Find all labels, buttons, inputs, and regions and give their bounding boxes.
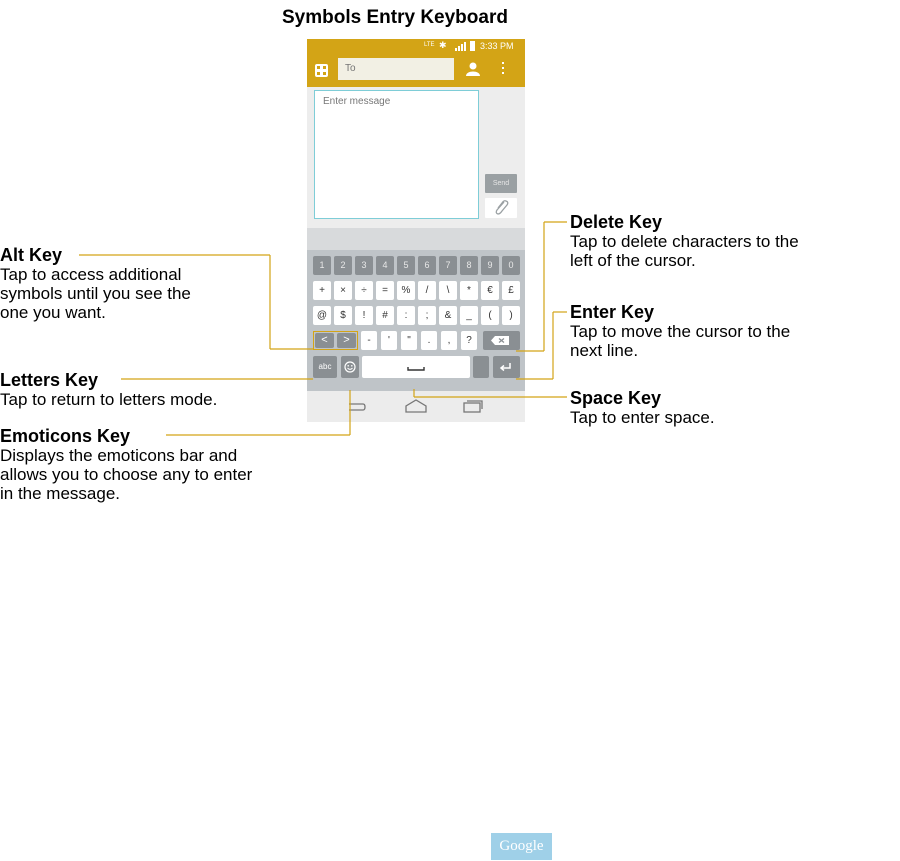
more-options-icon[interactable]	[501, 62, 505, 76]
key-8[interactable]: 8	[460, 256, 478, 275]
callout-space-key: Space Key Tap to enter space.	[570, 388, 715, 427]
smiley-icon	[344, 361, 356, 373]
back-icon[interactable]	[345, 400, 367, 414]
enter-key[interactable]	[493, 356, 520, 378]
google-watermark: Google	[491, 833, 552, 860]
key-0[interactable]: 0	[502, 256, 520, 275]
phone-screenshot: LTE ✱ 3:33 PM Enter message Send 1	[307, 39, 525, 422]
status-bar: LTE ✱ 3:33 PM	[307, 39, 525, 54]
key-dollar[interactable]: $	[334, 306, 352, 325]
bluetooth-icon: ✱	[439, 40, 447, 50]
page-title: Symbols Entry Keyboard	[282, 7, 508, 28]
key-3[interactable]: 3	[355, 256, 373, 275]
key-equals[interactable]: =	[376, 281, 394, 300]
key-semicolon[interactable]: ;	[418, 306, 436, 325]
key-exclamation[interactable]: !	[355, 306, 373, 325]
recipient-input[interactable]	[338, 58, 454, 80]
status-time: 3:33 PM	[480, 41, 514, 51]
callout-space-title: Space Key	[570, 388, 662, 408]
callout-letters-title: Letters Key	[0, 370, 99, 390]
apps-icon[interactable]	[315, 64, 328, 77]
alt-next-key[interactable]: >	[337, 333, 356, 348]
callout-emoticons-title: Emoticons Key	[0, 426, 131, 446]
key-hyphen[interactable]: -	[361, 331, 377, 350]
key-9[interactable]: 9	[481, 256, 499, 275]
symbols-keyboard: 1 2 3 4 5 6 7 8 9 0 + × ÷ = % / \ * € £ …	[307, 250, 525, 391]
key-5[interactable]: 5	[397, 256, 415, 275]
key-backslash[interactable]: \	[439, 281, 457, 300]
callout-alt-line: one you want.	[0, 303, 106, 322]
space-key[interactable]	[362, 356, 470, 378]
key-period[interactable]: .	[421, 331, 437, 350]
key-at[interactable]: @	[313, 306, 331, 325]
key-close-paren[interactable]: )	[502, 306, 520, 325]
key-underscore[interactable]: _	[460, 306, 478, 325]
callout-enter-line: next line.	[570, 341, 639, 360]
contact-icon[interactable]	[466, 62, 480, 76]
key-question[interactable]: ?	[461, 331, 477, 350]
alt-prev-key[interactable]: <	[315, 333, 334, 348]
letters-key[interactable]: abc	[313, 356, 337, 378]
key-apostrophe[interactable]: '	[381, 331, 397, 350]
key-1[interactable]: 1	[313, 256, 331, 275]
key-ampersand[interactable]: &	[439, 306, 457, 325]
key-asterisk[interactable]: *	[460, 281, 478, 300]
key-colon[interactable]: :	[397, 306, 415, 325]
message-input[interactable]: Enter message	[314, 90, 479, 219]
callout-alt-title: Alt Key	[0, 245, 63, 265]
paperclip-icon	[495, 200, 509, 215]
callout-alt-line: Tap to access additional	[0, 265, 182, 284]
key-percent[interactable]: %	[397, 281, 415, 300]
callout-emoticons-line: allows you to choose any to enter	[0, 465, 253, 484]
delete-key[interactable]	[483, 331, 520, 350]
enter-icon	[499, 363, 511, 372]
key-open-paren[interactable]: (	[481, 306, 499, 325]
key-slash[interactable]: /	[418, 281, 436, 300]
compose-toolbar	[307, 54, 525, 87]
message-area: Enter message Send	[307, 87, 525, 228]
key-quote[interactable]: "	[401, 331, 417, 350]
send-button[interactable]: Send	[485, 174, 517, 193]
signal-icon	[455, 42, 466, 51]
callout-delete-key: Delete Key Tap to delete characters to t…	[570, 212, 799, 270]
key-pound[interactable]: £	[502, 281, 520, 300]
attach-button[interactable]	[485, 198, 517, 218]
recent-apps-icon[interactable]	[463, 400, 483, 413]
callout-emoticons-line: Displays the emoticons bar and	[0, 446, 238, 465]
callout-delete-line: Tap to delete characters to the	[570, 232, 799, 251]
callout-emoticons-key: Emoticons Key Displays the emoticons bar…	[0, 426, 252, 503]
callout-alt-key: Alt Key Tap to access additional symbols…	[0, 245, 191, 322]
key-comma[interactable]: ,	[441, 331, 457, 350]
key-4[interactable]: 4	[376, 256, 394, 275]
network-type: LTE	[424, 42, 435, 48]
suggestion-bar	[307, 228, 525, 250]
key-2[interactable]: 2	[334, 256, 352, 275]
home-icon[interactable]	[404, 399, 428, 414]
battery-icon	[470, 41, 475, 51]
emoticons-key[interactable]	[341, 356, 359, 378]
key-plus[interactable]: +	[313, 281, 331, 300]
key-euro[interactable]: €	[481, 281, 499, 300]
callout-enter-title: Enter Key	[570, 302, 655, 322]
callout-letters-line: Tap to return to letters mode.	[0, 390, 218, 409]
space-bar-icon	[407, 367, 425, 371]
callout-enter-key: Enter Key Tap to move the cursor to the …	[570, 302, 790, 360]
callout-enter-line: Tap to move the cursor to the	[570, 322, 791, 341]
key-divide[interactable]: ÷	[355, 281, 373, 300]
backspace-icon	[491, 336, 509, 345]
navigation-bar	[307, 391, 525, 422]
callout-alt-line: symbols until you see the	[0, 284, 191, 303]
key-multiply[interactable]: ×	[334, 281, 352, 300]
callout-delete-line: left of the cursor.	[570, 251, 696, 270]
key-6[interactable]: 6	[418, 256, 436, 275]
alt-key[interactable]: < >	[313, 331, 358, 350]
callout-letters-key: Letters Key Tap to return to letters mod…	[0, 370, 217, 409]
callout-space-line: Tap to enter space.	[570, 408, 715, 427]
key-hash[interactable]: #	[376, 306, 394, 325]
period-key[interactable]	[473, 356, 489, 378]
key-7[interactable]: 7	[439, 256, 457, 275]
callout-delete-title: Delete Key	[570, 212, 663, 232]
callout-emoticons-line: in the message.	[0, 484, 121, 503]
